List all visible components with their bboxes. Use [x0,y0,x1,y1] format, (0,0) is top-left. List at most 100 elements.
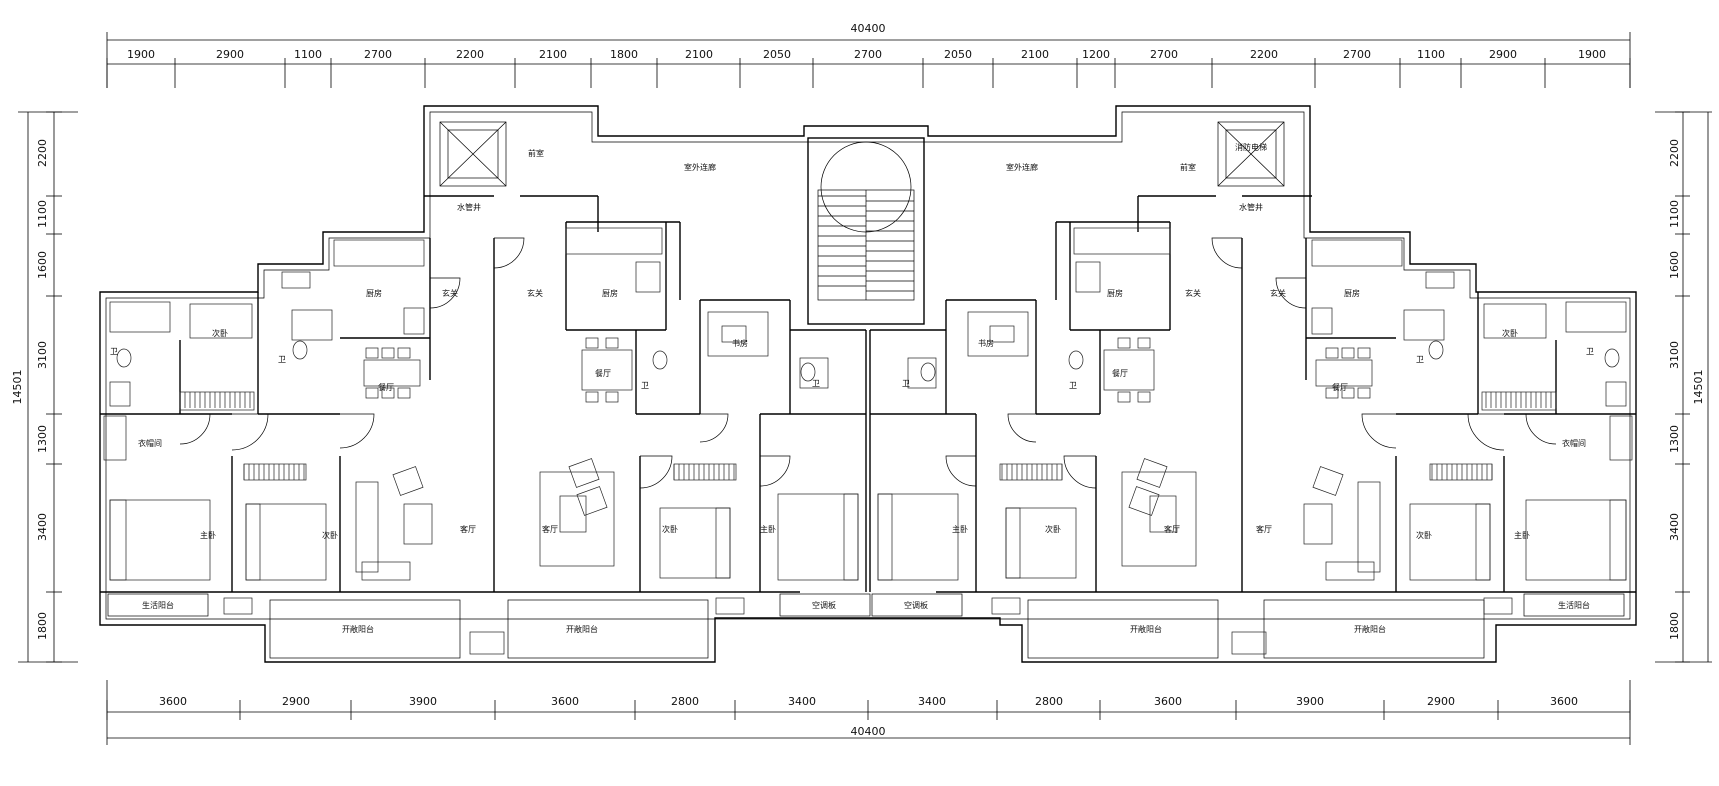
top-dim: 1800 [610,48,638,61]
top-dim: 1200 [1082,48,1110,61]
top-dim: 1900 [127,48,155,61]
room-label: 玄关 [1270,288,1286,298]
room-label: 次卧 [662,524,678,534]
overall-depth-right: 14501 [1692,370,1705,405]
building-outline [99,105,1637,663]
top-dim: 1100 [1417,48,1445,61]
room-label: 玄关 [442,288,458,298]
room-label: 前室 [1180,162,1196,172]
bottom-dim: 2900 [1427,695,1455,708]
side-dim: 1300 [36,425,49,453]
room-label: 客厅 [460,524,476,534]
bottom-dimension-chain: 3600 2900 3900 3600 2800 3400 3400 2800 … [106,680,1631,745]
top-dim: 2700 [1150,48,1178,61]
room-label: 餐厅 [1112,369,1128,378]
top-dim: 2700 [364,48,392,61]
room-label: 玄关 [1185,288,1201,298]
bottom-dim: 3900 [1296,695,1324,708]
room-label: 卫 [641,381,649,390]
room-label: 空调板 [904,600,928,610]
room-labels: 前室 前室 室外连廊 室外连廊 水管井 水管井 消防电梯 玄关 玄关 玄关 玄关… [110,142,1594,634]
bottom-dim: 3600 [551,695,579,708]
room-label: 书房 [732,338,748,348]
elevator-left [439,121,507,187]
room-label: 室外连廊 [684,162,716,172]
side-dim: 3400 [1668,513,1681,541]
room-label: 书房 [978,338,994,348]
side-dim: 1600 [1668,251,1681,279]
room-label: 餐厅 [1332,383,1348,392]
bottom-dim: 2800 [671,695,699,708]
bottom-dim: 3400 [788,695,816,708]
room-label: 卫 [1069,381,1077,390]
side-dim: 2200 [1668,139,1681,167]
overall-depth-left: 14501 [11,370,24,405]
room-label: 主卧 [1514,530,1530,540]
elevator-right [1217,121,1285,187]
room-label: 次卧 [1045,524,1061,534]
bottom-dim: 3600 [159,695,187,708]
bottom-dim: 2800 [1035,695,1063,708]
top-dimension-chain: 40400 1900 2900 1100 2700 2200 2100 1800… [106,22,1631,88]
room-label: 厨房 [366,288,382,298]
top-dim: 2100 [1021,48,1049,61]
room-label: 卫 [278,355,286,364]
room-label: 主卧 [952,524,968,534]
top-dim: 2900 [1489,48,1517,61]
bottom-dim: 3900 [409,695,437,708]
left-dimension-chain: 14501 2200 1100 1600 3100 1300 3400 1800 [11,111,78,663]
room-label: 次卧 [1416,530,1432,540]
overall-width-bottom: 40400 [851,725,886,738]
side-dim: 1100 [36,200,49,228]
room-label: 衣帽间 [138,438,162,448]
room-label: 开敞阳台 [566,624,598,634]
bottom-dim: 3600 [1154,695,1182,708]
room-label: 开敞阳台 [1130,624,1162,634]
top-dim: 2100 [539,48,567,61]
room-label: 主卧 [200,530,216,540]
room-label: 次卧 [322,530,338,540]
room-label: 水管井 [1239,202,1263,212]
top-dim: 2700 [1343,48,1371,61]
bottom-dim: 2900 [282,695,310,708]
top-dim: 2100 [685,48,713,61]
room-label: 室外连廊 [1006,162,1038,172]
bottom-dim: 3400 [918,695,946,708]
room-label: 次卧 [212,328,228,338]
side-dim: 3100 [36,341,49,369]
room-label: 开敞阳台 [1354,624,1386,634]
room-label: 衣帽间 [1562,438,1586,448]
top-dim: 1100 [294,48,322,61]
room-label: 开敞阳台 [342,624,374,634]
top-dim: 2900 [216,48,244,61]
room-label: 生活阳台 [1558,600,1590,610]
room-label: 消防电梯 [1235,142,1267,152]
room-label: 客厅 [1256,524,1272,534]
room-label: 厨房 [602,288,618,298]
side-dim: 1800 [36,612,49,640]
room-label: 餐厅 [378,383,394,392]
room-label: 卫 [1586,347,1594,356]
top-dim: 1900 [1578,48,1606,61]
room-label: 卫 [1416,355,1424,364]
room-label: 生活阳台 [142,600,174,610]
side-dim: 1600 [36,251,49,279]
side-dim: 3100 [1668,341,1681,369]
room-label: 客厅 [1164,524,1180,534]
side-dim: 1100 [1668,200,1681,228]
side-dim: 1800 [1668,612,1681,640]
room-label: 次卧 [1502,328,1518,338]
room-label: 卫 [110,347,118,356]
overall-width-top: 40400 [851,22,886,35]
room-label: 餐厅 [595,369,611,378]
stair-core [807,137,925,325]
side-dim: 3400 [36,513,49,541]
top-dim: 2700 [854,48,882,61]
side-dim: 2200 [36,139,49,167]
side-dim: 1300 [1668,425,1681,453]
room-label: 前室 [528,148,544,158]
room-label: 厨房 [1344,288,1360,298]
room-label: 水管井 [457,202,481,212]
right-dimension-chain: 14501 2200 1100 1600 3100 1300 3400 1800 [1655,111,1712,663]
